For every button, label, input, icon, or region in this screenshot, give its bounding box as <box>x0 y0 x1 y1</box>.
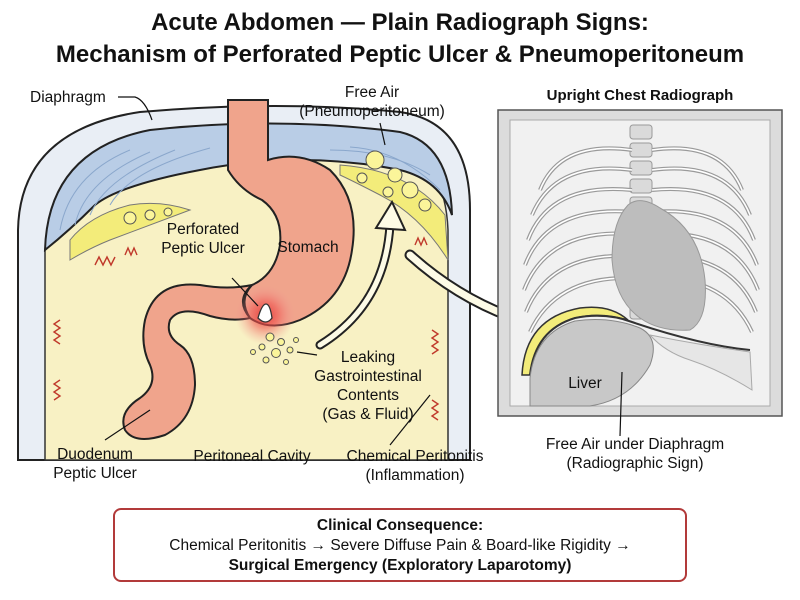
consequence-heading: Clinical Consequence: <box>316 517 484 534</box>
gas-rise-arrowhead <box>374 199 407 232</box>
heart-shadow <box>611 200 706 331</box>
label-leaking-1: Leaking <box>341 349 395 366</box>
left-diaphragm-dome <box>648 334 753 391</box>
title-line-2: Mechanism of Perforated Peptic Ulcer & P… <box>55 41 745 68</box>
title-line-1: Acute Abdomen — Plain Radiograph Signs: <box>151 9 649 36</box>
label-perforated-1: Perforated <box>167 221 239 238</box>
label-leaking-2: Gastrointestinal <box>314 368 422 385</box>
free-air-band-left <box>69 202 192 261</box>
duodenum-shape <box>122 283 256 440</box>
leaking-contents <box>250 332 299 365</box>
inflammation-marks <box>52 236 440 421</box>
liver-shape <box>529 319 654 407</box>
diaphragm-shape <box>43 122 453 253</box>
clinical-consequence-box: Clinical Consequence: Chemical Peritonit… <box>113 508 687 582</box>
label-free-air-under-1: Free Air under Diaphragm <box>546 436 724 453</box>
label-perforated-2: Peptic Ulcer <box>161 240 245 257</box>
label-diaphragm: Diaphragm <box>30 89 106 106</box>
label-chemical-peritonitis-1: Chemical Peritonitis <box>347 448 484 465</box>
consequence-line-3: Surgical Emergency (Exploratory Laparoto… <box>228 557 572 574</box>
label-free-air-1: Free Air <box>345 84 399 101</box>
label-xray-title: Upright Chest Radiograph <box>547 87 734 104</box>
free-air-bubbles <box>123 150 432 225</box>
label-peritoneal-cavity: Peritoneal Cavity <box>193 448 310 465</box>
label-stomach: Stomach <box>277 239 338 256</box>
label-leaking-4: (Gas & Fluid) <box>322 406 413 423</box>
label-chemical-peritonitis-2: (Inflammation) <box>365 467 464 484</box>
abdomen-illustration <box>17 99 543 461</box>
label-duodenum-1: Duodenum <box>57 446 133 463</box>
chest-radiograph <box>497 109 783 417</box>
label-free-air-2: (Pneumoperitoneum) <box>299 103 445 120</box>
label-leaking-3: Contents <box>337 387 399 404</box>
right-diaphragm-line <box>529 314 751 376</box>
label-free-air-under-2: (Radiographic Sign) <box>567 455 704 472</box>
label-liver: Liver <box>568 375 602 392</box>
diaphragm-fibers <box>59 146 441 231</box>
perforation-hole <box>257 303 273 323</box>
label-duodenum-2: Peptic Ulcer <box>53 465 137 482</box>
consequence-line-2: Chemical Peritonitis → Severe Diffuse Pa… <box>169 537 631 554</box>
leader-lines <box>104 96 623 446</box>
